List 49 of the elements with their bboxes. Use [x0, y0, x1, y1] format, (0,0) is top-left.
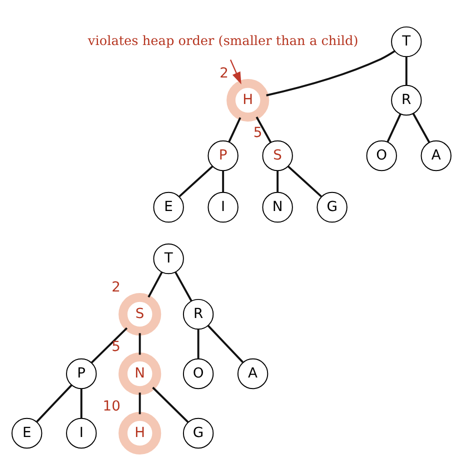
connector [412, 112, 430, 142]
node-circle: S [118, 292, 162, 336]
connector [207, 324, 244, 362]
connector [138, 332, 141, 354]
connector [138, 392, 141, 414]
node-circle: H [226, 78, 270, 122]
node-circle: P [66, 358, 97, 389]
connector [256, 116, 272, 142]
node-circle: E [153, 191, 184, 222]
node-circle: N [118, 352, 162, 395]
connector [386, 113, 402, 142]
connector [228, 116, 242, 142]
node-circle: A [237, 358, 268, 389]
connector [287, 165, 322, 197]
connector [276, 170, 279, 192]
node-circle: G [182, 417, 214, 448]
connector [152, 386, 189, 422]
node-circle: S [262, 140, 293, 171]
connector [197, 328, 200, 358]
connector [405, 56, 408, 85]
node-circle: N [262, 191, 293, 222]
connector [222, 170, 224, 192]
node-label: 5 [253, 124, 262, 141]
node-circle: A [420, 140, 452, 171]
node-circle: R [391, 84, 422, 116]
node-label: 10 [102, 398, 120, 414]
connector [80, 388, 82, 418]
node-circle: O [182, 358, 214, 389]
connector [178, 165, 214, 197]
node-circle: R [182, 298, 214, 330]
node-circle: I [208, 191, 238, 222]
connector [266, 50, 396, 96]
node-label: 2 [220, 65, 228, 82]
connector [148, 271, 163, 298]
node-circle: H [118, 411, 162, 454]
node-label: 2 [112, 279, 120, 296]
node-circle: T [153, 242, 184, 274]
node-circle: O [366, 140, 397, 171]
connector [36, 384, 72, 422]
node-label: 5 [112, 338, 120, 355]
node-circle: P [208, 140, 238, 171]
arrow [230, 59, 242, 84]
connector [90, 326, 128, 363]
node-circle: T [391, 26, 422, 57]
node-circle: G [316, 191, 348, 222]
node-circle: E [12, 417, 42, 448]
node-circle: I [66, 417, 97, 448]
connector [174, 271, 192, 301]
node-text: violates heap order (smaller than a child) [88, 34, 358, 49]
